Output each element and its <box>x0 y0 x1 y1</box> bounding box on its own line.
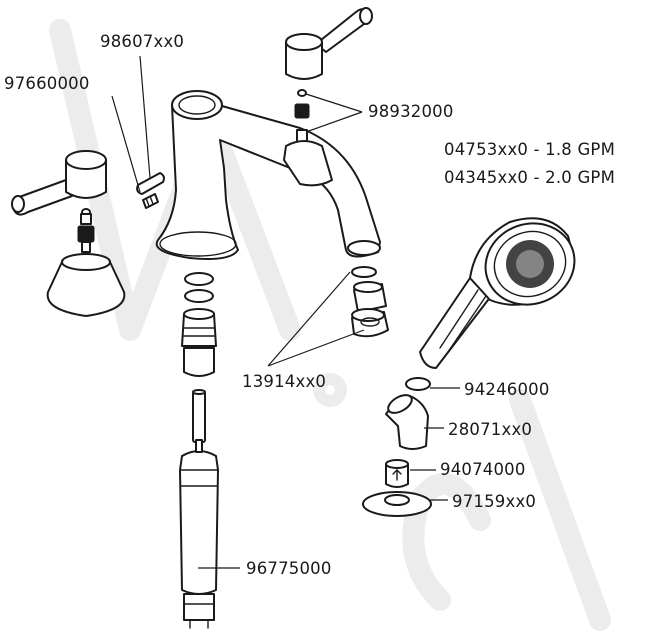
label-97159xx0: 97159xx0 <box>452 492 537 511</box>
label-04345xx0: 04345xx0 - 2.0 GPM <box>444 168 616 187</box>
leader-lines <box>111 55 460 569</box>
left-handle <box>11 150 126 317</box>
hand-shower <box>419 217 576 369</box>
hose-connection-parts <box>362 377 432 517</box>
watermark <box>49 19 611 631</box>
set-screw-pins <box>136 172 165 209</box>
aerator-parts <box>351 266 389 338</box>
label-28071xx0: 28071xx0 <box>448 420 533 439</box>
right-handle <box>283 7 373 187</box>
valve-stack <box>179 272 219 629</box>
spout-body <box>155 90 381 260</box>
label-13914xx0: 13914xx0 <box>242 372 327 391</box>
label-94074000: 94074000 <box>440 460 526 479</box>
label-98607xx0: 98607xx0 <box>100 32 185 51</box>
label-98932000: 98932000 <box>368 102 454 121</box>
label-97660000: 97660000 <box>4 74 90 93</box>
label-94246000: 94246000 <box>464 380 550 399</box>
label-04753xx0: 04753xx0 - 1.8 GPM <box>444 140 616 159</box>
label-96775000: 96775000 <box>246 559 332 578</box>
